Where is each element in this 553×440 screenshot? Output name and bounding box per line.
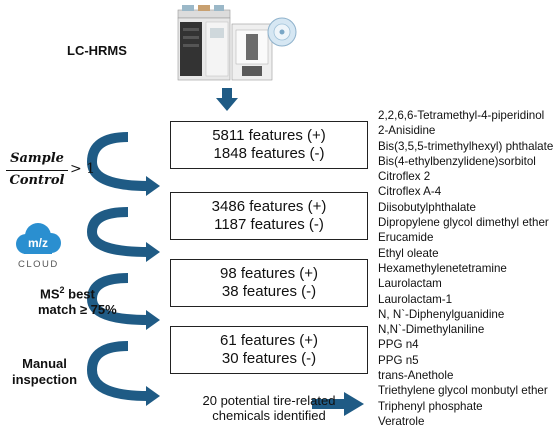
chemical-item: Dipropylene glycol dimethyl ether [378, 216, 549, 230]
chemical-item: Bis(4-ethylbenzylidene)sorbitol [378, 154, 536, 168]
ratio-numerator: Sample [10, 151, 64, 166]
chemical-item: N,N`-Dimethylaniline [378, 323, 485, 337]
ms2-line2: match ≥ 75% [38, 302, 117, 318]
features-box-2: 3486 features (+) 1187 features (-) [170, 192, 368, 240]
chemical-list: 2,2,6,6-Tetramethyl-4-piperidinol 2-Anis… [378, 108, 553, 429]
final-result: 20 potential tire-related chemicals iden… [172, 393, 366, 423]
ms2-prefix: MS [40, 286, 60, 302]
lc-hrms-instrument-image [177, 5, 297, 81]
features-box-3: 98 features (+) 38 features (-) [170, 259, 368, 307]
chemical-item: Veratrole [378, 414, 425, 428]
chemical-item: Diisobutylphthalate [378, 200, 476, 214]
chemical-item: trans-Anethole [378, 369, 454, 383]
features-positive: 61 features (+) [220, 332, 318, 349]
curved-arrow-4-icon [86, 341, 160, 406]
manual-inspection-label: Manual inspection [12, 356, 77, 388]
chemical-item: PPG n4 [378, 338, 419, 352]
manual-line2: inspection [12, 372, 78, 387]
mzcloud-logo-text: m/z [28, 236, 48, 250]
ratio-divider [6, 170, 68, 171]
features-negative: 38 features (-) [221, 283, 317, 300]
chemical-item: 2-Anisidine [378, 124, 436, 138]
curved-arrow-1-icon [86, 132, 160, 196]
features-positive: 3486 features (+) [211, 198, 327, 215]
mzcloud-word: CLOUD [18, 259, 59, 270]
chemical-item: Ethyl oleate [378, 246, 439, 260]
final-result-line1: 20 potential tire-related [202, 393, 336, 408]
features-positive: 5811 features (+) [212, 127, 326, 144]
manual-line1: Manual [22, 356, 67, 371]
ratio-denominator: Control [9, 173, 65, 188]
final-result-line2: chemicals identified [212, 408, 326, 423]
ratio-comparison: > 1 [70, 161, 96, 177]
curved-arrow-3-icon [86, 273, 160, 330]
features-positive: 98 features (+) [220, 265, 318, 282]
sample-control-ratio: Sample Control > 1 [6, 151, 95, 191]
instrument-label: LC-HRMS [67, 43, 127, 58]
chemical-item: Citroflex A-4 [378, 185, 442, 199]
right-arrow-icon [312, 392, 364, 416]
chemical-item: Bis(3,5,5-trimethylhexyl) phthalate [378, 139, 553, 153]
chemical-item: 2,2,6,6-Tetramethyl-4-piperidinol [378, 109, 545, 122]
chemical-item: Laurolactam-1 [378, 292, 453, 306]
features-negative: 30 features (-) [221, 350, 317, 367]
chemical-item: N, N`-Diphenylguanidine [378, 307, 505, 321]
mzcloud-logo-icon: m/z [16, 223, 61, 254]
chemical-item: Triethylene glycol monbutyl ether [378, 384, 548, 398]
chemical-item: Hexamethylenetetramine [378, 261, 507, 275]
chemical-item: PPG n5 [378, 353, 419, 367]
features-box-1: 5811 features (+) 1848 features (-) [170, 121, 368, 169]
down-arrow-icon [216, 88, 238, 111]
ms2-superscript: 2 [59, 285, 65, 295]
chemical-item: Laurolactam [378, 277, 442, 291]
features-negative: 1848 features (-) [213, 145, 325, 162]
curved-arrow-2-icon [86, 207, 160, 262]
chemical-item: Citroflex 2 [378, 170, 431, 184]
features-negative: 1187 features (-) [214, 216, 324, 233]
ms2-suffix: best [64, 286, 95, 302]
chemical-item: Erucamide [378, 231, 434, 245]
ms2-filter-label: MS2 best match ≥ 75% [38, 282, 117, 318]
features-box-4: 61 features (+) 30 features (-) [170, 326, 368, 374]
chemical-item: Triphenyl phosphate [378, 399, 483, 413]
